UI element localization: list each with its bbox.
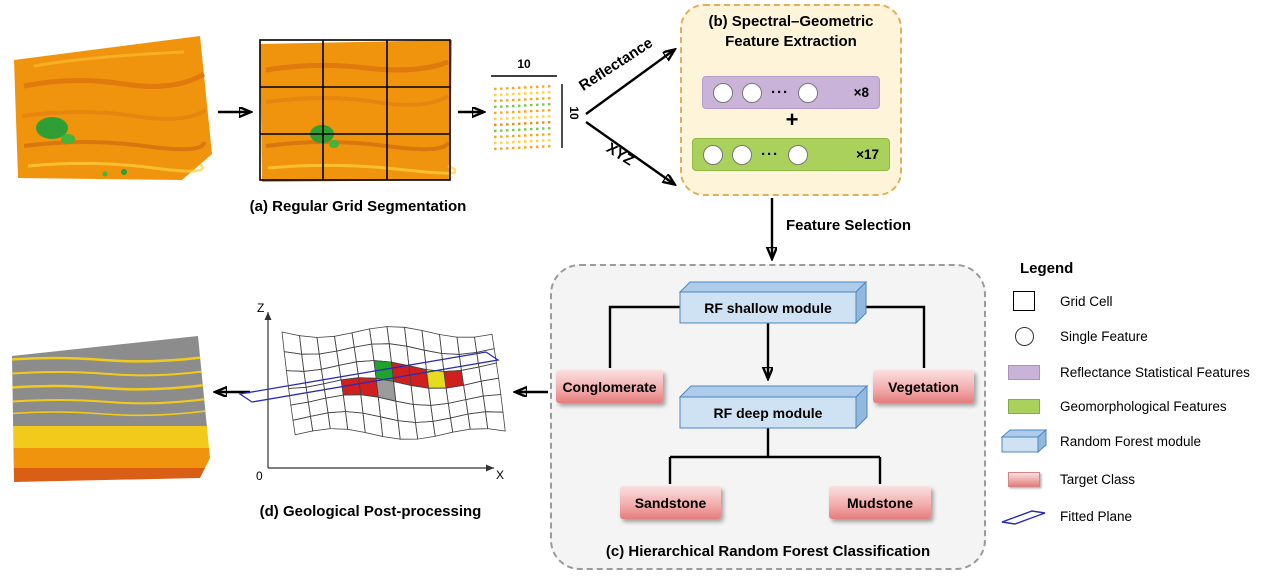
caption-a: (a) Regular Grid Segmentation [249, 198, 467, 215]
geometric-feature-vector: ··· ×17 [692, 138, 890, 171]
target-class-swatch [1008, 471, 1040, 487]
feature-circle [732, 144, 752, 165]
grid-overlay [259, 39, 451, 181]
x-axis-label: X [496, 468, 504, 482]
spectral-feature-vector: ··· ×8 [702, 76, 880, 109]
caption-d: (d) Geological Post-processing [259, 503, 482, 520]
caption-b-line2: Feature Extraction [725, 33, 857, 50]
legend-item-single-feature: Single Feature [1000, 323, 1148, 349]
rf-shallow-module: RF shallow module [678, 280, 868, 325]
fitted-plane-outline [238, 351, 500, 403]
rf-shallow-label: RF shallow module [704, 300, 832, 316]
origin-label: 0 [256, 469, 263, 483]
feature-circle [742, 82, 762, 103]
rf-module-swatch [1000, 428, 1048, 454]
ellipsis: ··· [771, 84, 789, 101]
fitted-plane-mesh-figure: Z X 0 [238, 301, 506, 483]
segmented-point-cloud-image [259, 39, 456, 182]
sandstone-region [12, 426, 210, 448]
grid-cell-swatch [1013, 291, 1035, 311]
class-vegetation: Vegetation [873, 370, 974, 403]
legend-item-fitted-plane: Fitted Plane [1000, 503, 1132, 529]
geometric-feature-count: ×17 [856, 147, 879, 162]
class-mudstone: Mudstone [829, 486, 931, 519]
feature-circle [798, 82, 818, 103]
legend-item-grid-cell: Grid Cell [1000, 288, 1113, 314]
legend-item-rf-module: Random Forest module [1000, 428, 1201, 454]
feature-circle [703, 144, 723, 165]
z-axis-label: Z [257, 301, 264, 315]
vegetation-patch [36, 117, 68, 139]
caption-b-line1: (b) Spectral–Geometric [708, 13, 874, 30]
feature-circle [788, 144, 808, 165]
feature-circle [713, 82, 733, 103]
xyz-branch-label: XYZ [603, 139, 637, 170]
ellipsis: ··· [761, 146, 779, 163]
rf-deep-module: RF deep module [678, 384, 869, 430]
geomorphological-features-swatch [1008, 398, 1040, 414]
legend-title: Legend [1020, 260, 1074, 277]
caption-c: (c) Hierarchical Random Forest Classific… [605, 543, 931, 560]
reflectance-branch-label: Reflectance [576, 34, 656, 95]
feature-selection-label: Feature Selection [786, 217, 912, 234]
cell-width-label: 10 [517, 57, 531, 71]
warped-grid [281, 326, 506, 440]
grid-cell-sample-image [490, 80, 558, 156]
rf-deep-label: RF deep module [714, 405, 823, 421]
reflectance-features-swatch [1008, 364, 1040, 380]
raw-point-cloud-image [14, 36, 212, 180]
single-feature-swatch [1014, 326, 1034, 346]
classified-point-cloud-image [12, 336, 210, 482]
class-sandstone: Sandstone [620, 486, 721, 519]
class-conglomerate: Conglomerate [556, 370, 663, 403]
conglomerate-region [12, 448, 210, 468]
spectral-feature-count: ×8 [853, 85, 869, 100]
plus-sign: + [785, 107, 799, 132]
legend-item-target-class: Target Class [1000, 466, 1135, 492]
legend-item-reflectance-features: Reflectance Statistical Features [1000, 359, 1250, 385]
legend-item-geomorphological-features: Geomorphological Features [1000, 393, 1227, 419]
fitted-plane-swatch [1001, 510, 1046, 525]
